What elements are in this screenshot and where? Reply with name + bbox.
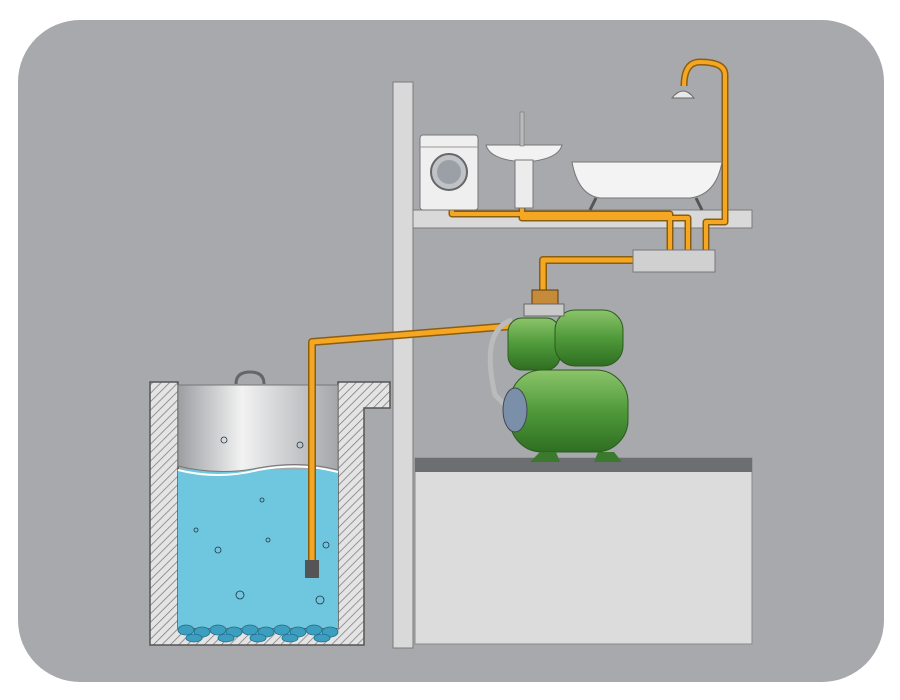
- bubbles: [193, 436, 330, 605]
- washing-machine: [419, 134, 479, 211]
- sink: [485, 111, 563, 209]
- stones: [177, 624, 339, 643]
- water-pipes: [308, 58, 729, 570]
- well: [149, 370, 391, 646]
- bathtub: [571, 161, 723, 211]
- water-pump: [487, 289, 629, 462]
- manifold: [632, 249, 716, 273]
- foot-valve: [305, 560, 319, 578]
- shower-head-icon: [670, 90, 696, 99]
- wall: [392, 81, 414, 649]
- counter-block: [414, 457, 753, 645]
